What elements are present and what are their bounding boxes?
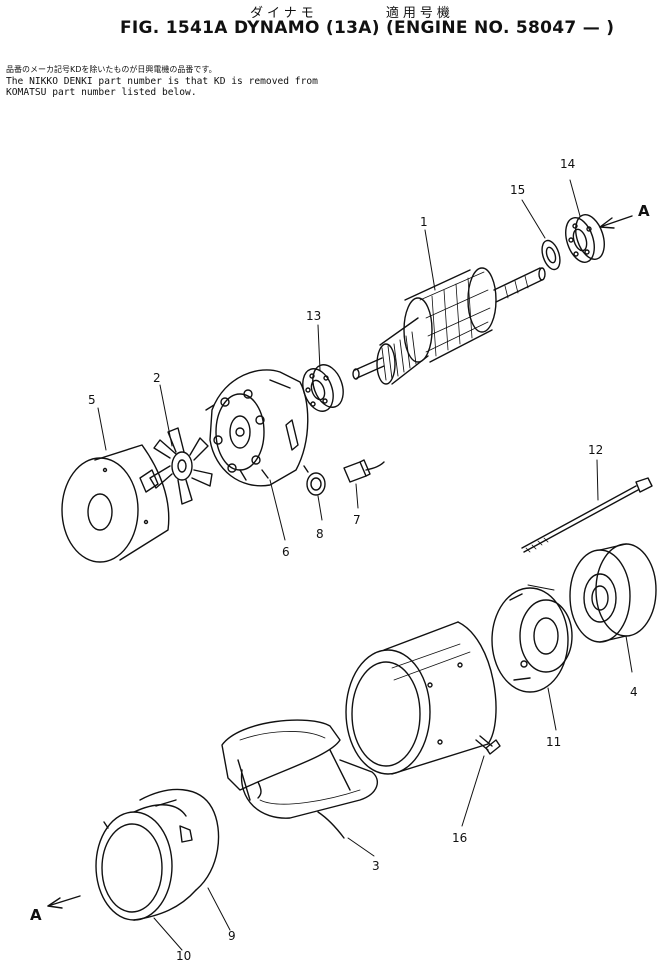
callout-11: 11 (546, 735, 561, 749)
view-arrow-top-right (599, 215, 633, 229)
washer-part-15 (541, 239, 561, 271)
callout-12: 12 (588, 443, 603, 457)
rear-bracket-part-11 (491, 587, 573, 693)
note-english-line-1: The NIKKO DENKI part number is that KD i… (6, 76, 318, 87)
callout-3: 3 (372, 859, 380, 873)
callout-4: 4 (630, 685, 638, 699)
callout-1: 1 (420, 215, 428, 229)
note-english-line-2: KOMATSU part number listed below. (6, 87, 197, 98)
view-label-a-bottom: A (30, 906, 42, 924)
bearing-part-14 (565, 214, 605, 263)
callout-9: 9 (228, 929, 236, 943)
note-japanese: 品番のメーカ記号KDを除いたものが日興電機の品番です。 (6, 65, 217, 74)
callout-15: 15 (510, 183, 525, 197)
armature-part-1 (352, 267, 546, 385)
callout-10: 10 (176, 949, 191, 963)
yoke-frame (345, 621, 497, 775)
view-label-a-top: A (638, 202, 650, 220)
callout-6: 6 (282, 545, 290, 559)
field-coil-part-3 (221, 719, 379, 839)
band-part-9 (139, 788, 220, 891)
callout-13: 13 (306, 309, 321, 323)
brush-part-7 (343, 459, 385, 483)
fan-part-2 (149, 427, 213, 505)
cover-band-part-10 (95, 804, 197, 921)
callout-7: 7 (353, 513, 361, 527)
callout-8: 8 (316, 527, 324, 541)
rear-pulley-part-4 (569, 543, 657, 643)
spring-part-8 (303, 465, 326, 496)
through-bolt-part-12 (521, 477, 653, 553)
japanese-title-row: ダイナモ 適用号機 (250, 2, 454, 21)
callout-2: 2 (153, 371, 161, 385)
japanese-part-name: ダイナモ (250, 6, 318, 21)
bearing-part-13 (302, 364, 344, 412)
view-arrow-bottom-left (47, 895, 81, 909)
callout-16: 16 (452, 831, 467, 845)
japanese-applicable-label: 適用号機 (385, 6, 454, 21)
leader-lines (97, 179, 633, 951)
screw-part-16 (475, 735, 501, 755)
front-bracket-part-6 (205, 369, 309, 487)
callout-14: 14 (560, 157, 575, 171)
cover-part-5 (61, 444, 170, 563)
callout-5: 5 (88, 393, 96, 407)
figure-title: FIG. 1541A DYNAMO (13A) (ENGINE NO. 5804… (120, 18, 615, 38)
